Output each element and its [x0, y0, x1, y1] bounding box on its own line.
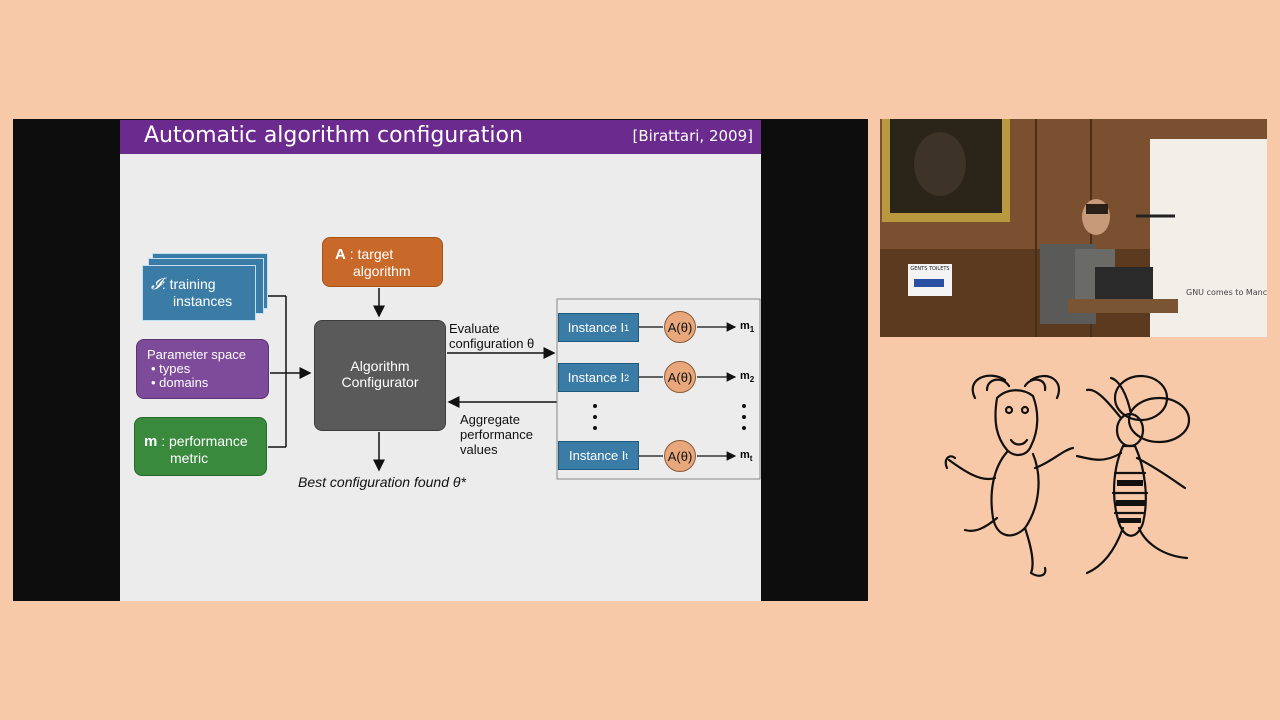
training-instances-box: 𝓘: training instances — [142, 265, 256, 321]
target-line2: algorithm — [353, 263, 411, 279]
aggregate-label: Aggregate performance values — [460, 412, 533, 457]
best-configuration-label: Best configuration found θ* — [298, 474, 466, 490]
evaluate-label: Evaluate configuration θ — [449, 321, 534, 351]
instance-sub: 1 — [624, 322, 630, 333]
algorithm-node-2: A(θ) — [664, 361, 696, 393]
m-label: m — [740, 320, 750, 332]
configurator-line2: Configurator — [341, 374, 419, 390]
slide-title-bar: Automatic algorithm configuration [Birat… — [120, 120, 761, 154]
slide-citation: [Birattari, 2009] — [632, 127, 753, 145]
training-line1: : training — [161, 276, 216, 292]
algorithm-node-1: A(θ) — [664, 311, 696, 343]
diagram-connectors — [265, 288, 761, 480]
param-line1: Parameter space — [147, 347, 246, 362]
m-sub: t — [749, 454, 753, 464]
instance-label: Instance I — [569, 448, 626, 463]
camera-scene — [880, 119, 1267, 337]
aggregate-line1: Aggregate — [460, 412, 520, 427]
slide-title: Automatic algorithm configuration — [144, 123, 523, 148]
target-bold: A — [335, 246, 346, 263]
algorithm-configurator-box: Algorithm Configurator — [314, 320, 446, 431]
gnu-and-bee-illustration — [944, 374, 1191, 577]
algorithm-node-t: A(θ) — [664, 440, 696, 472]
instance-sub: t — [625, 450, 628, 461]
metric-line1: : performance — [157, 433, 248, 449]
training-symbol: 𝓘 — [151, 276, 162, 293]
m-label: m — [740, 370, 750, 382]
instance-sub: 2 — [624, 372, 630, 383]
m-label: m — [740, 449, 750, 461]
target-algorithm-box: A : target algorithm — [322, 237, 443, 287]
metric-output-1: m1 — [740, 320, 754, 334]
m-sub: 1 — [749, 325, 755, 335]
toilet-sign-text: GENTS TOILETS — [910, 266, 950, 272]
evaluate-line1: Evaluate — [449, 321, 500, 336]
instance-label: Instance I — [567, 320, 625, 335]
training-line2: instances — [173, 293, 233, 309]
param-line3: • domains — [151, 375, 209, 390]
instance-label: Instance I — [567, 370, 625, 385]
metric-bold: m — [144, 433, 158, 450]
parameter-space-box: Parameter space • types • domains — [136, 339, 269, 399]
performance-metric-box: m : performance metric — [134, 417, 267, 476]
aggregate-line2: performance — [460, 427, 533, 442]
banner-text: GNU comes to Manchester — [1186, 288, 1267, 297]
metric-line2: metric — [170, 450, 209, 466]
metric-output-2: m2 — [740, 370, 754, 384]
param-line2: • types — [151, 361, 191, 376]
target-line1: : target — [345, 246, 394, 262]
metric-output-t: mt — [740, 449, 752, 463]
evaluate-line2: configuration θ — [449, 336, 535, 351]
slide: Automatic algorithm configuration [Birat… — [120, 120, 761, 601]
m-sub: 2 — [749, 375, 755, 385]
configurator-line1: Algorithm — [350, 358, 410, 374]
aggregate-line3: values — [460, 442, 498, 457]
speaker-camera-feed: GENTS TOILETS GNU comes to Manchester — [880, 119, 1267, 337]
